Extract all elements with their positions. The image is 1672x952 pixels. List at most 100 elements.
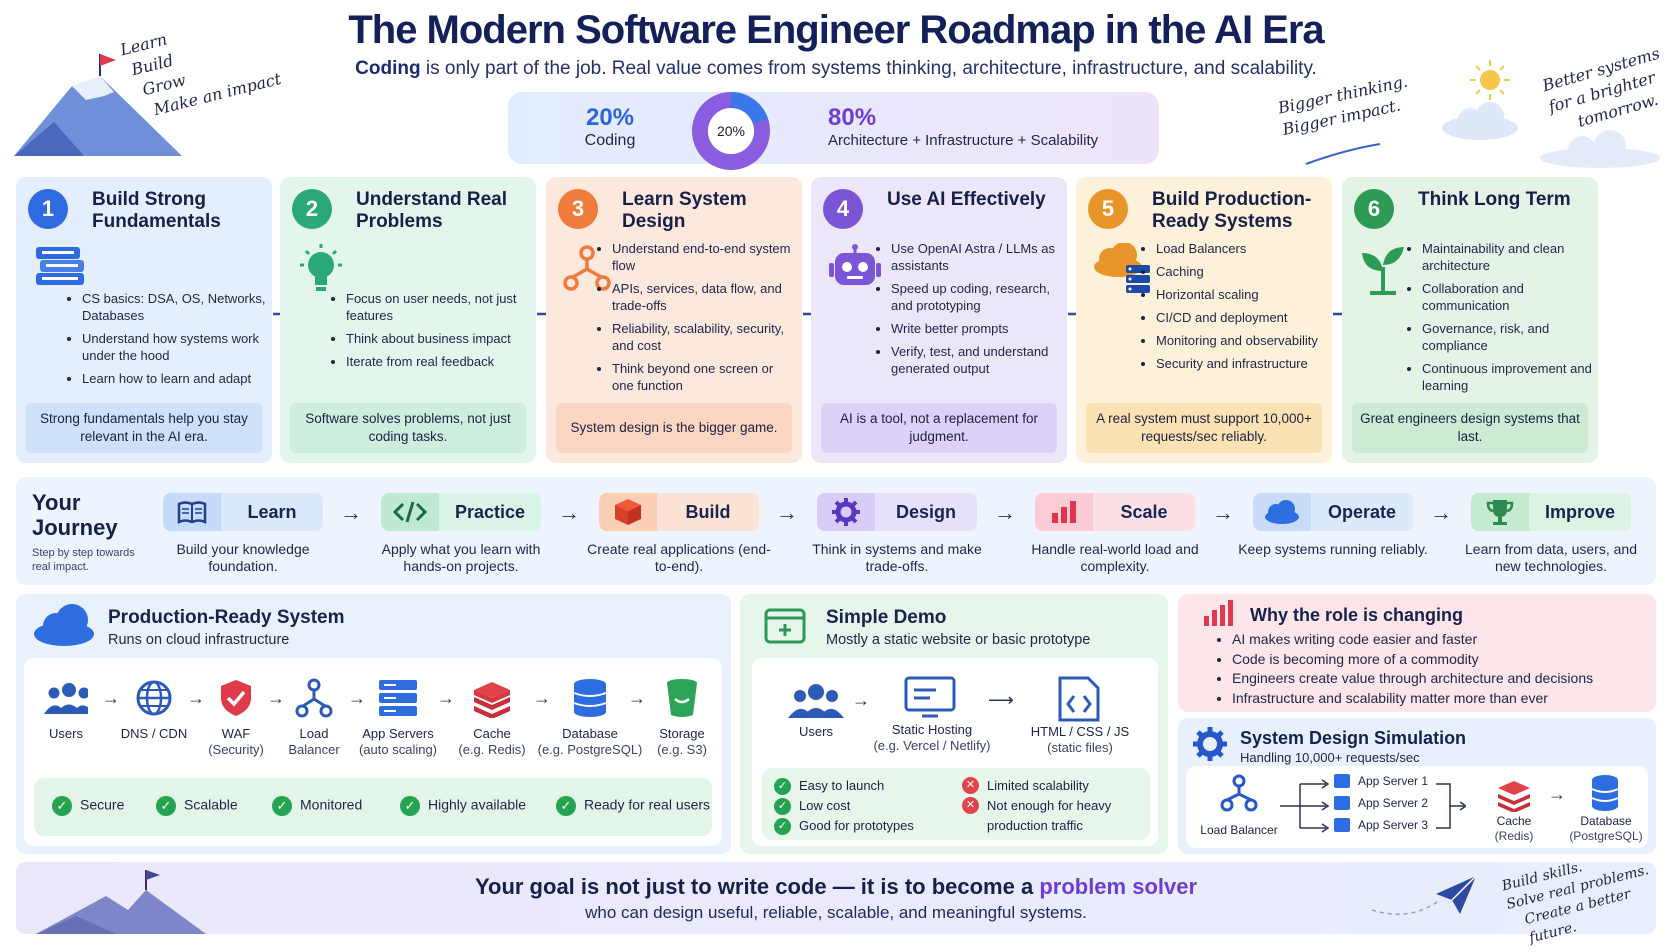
card-bullet: Horizontal scaling <box>1156 286 1326 303</box>
node-label: Load <box>299 726 329 741</box>
why-list: AI makes writing code easier and fasterC… <box>1232 630 1652 708</box>
book-icon <box>163 493 221 531</box>
cloud-decoration-icon <box>1540 130 1660 168</box>
card-note: Great engineers design systems that last… <box>1352 403 1588 453</box>
donut-coding-arc <box>692 92 770 170</box>
demo-pros-list: ✓Easy to launch✓Low cost✓Good for protot… <box>774 776 914 836</box>
mid-note: Bigger thinking. Bigger impact. <box>1276 71 1414 142</box>
node-label: Database <box>1580 814 1632 828</box>
arrow-icon: → <box>852 690 870 710</box>
node-label: HTML / CSS / JS <box>1030 724 1130 739</box>
arrow-icon: → <box>994 500 1016 525</box>
check-label: Monitored <box>300 796 363 813</box>
step-pill: Design <box>817 493 977 531</box>
arrow-icon: ⟶ <box>988 690 1014 710</box>
users-icon <box>788 684 844 718</box>
hierarchy-icon <box>562 243 622 303</box>
rest-percent: 80% <box>828 104 877 131</box>
monitor-icon <box>904 676 956 718</box>
step-label: Improve <box>1544 501 1616 522</box>
why-title: Why the role is changing <box>1250 605 1464 625</box>
arrow-icon: → <box>437 688 455 708</box>
footer-main-text: Your goal is not just to write code — it… <box>474 874 1040 899</box>
node-label: DNS / CDN <box>120 726 188 741</box>
arrow-icon: → <box>1548 784 1566 804</box>
step-description: Handle real-world load and complexity. <box>1031 541 1199 574</box>
code-file-icon <box>1058 676 1100 722</box>
shield-icon <box>214 676 258 720</box>
production-node: Users <box>6 726 126 742</box>
books-icon <box>32 243 92 303</box>
why-bullet: AI makes writing code easier and faster <box>1232 630 1652 650</box>
arrow-icon: → <box>1430 500 1452 525</box>
pro-label: Low cost <box>799 798 851 813</box>
arrow-icon: → <box>628 688 646 708</box>
fan-out-arrows <box>1280 779 1330 833</box>
pro-item: ✓Good for prototypes <box>774 816 914 836</box>
card-bullet: CI/CD and deployment <box>1156 309 1326 326</box>
card-title: Understand Real Problems <box>356 189 507 232</box>
donut-label: 20% <box>717 123 745 139</box>
card-note: A real system must support 10,000+ reque… <box>1086 403 1322 453</box>
cross-icon: ✕ <box>962 797 979 814</box>
production-node: Cache(e.g. Redis) <box>432 726 552 758</box>
page-title: The Modern Software Engineer Roadmap in … <box>348 8 1324 52</box>
page-subtitle: Coding is only part of the job. Real val… <box>0 58 1672 80</box>
check-label: Ready for real users <box>584 796 711 813</box>
node-label: Users <box>49 726 83 741</box>
footer-banner <box>16 862 1656 934</box>
node-sub: (Redis) <box>1494 829 1534 843</box>
card-title: Learn System Design <box>622 189 747 232</box>
mountain-flag-icon <box>36 870 206 934</box>
mountain-flag-icon <box>14 54 182 156</box>
production-node: Storage(e.g. S3) <box>622 726 742 758</box>
step-description: Create real applications (end-to-end). <box>587 541 771 574</box>
check-icon: ✓ <box>774 798 791 816</box>
paper-plane-icon <box>1371 875 1477 915</box>
production-checks <box>34 778 712 836</box>
node-sub: (e.g. Redis) <box>458 742 526 757</box>
sim-app-server: App Server 2 <box>1334 796 1428 810</box>
coding-percent: 20% <box>585 104 635 131</box>
database-icon <box>568 676 612 720</box>
card-bullet: APIs, services, data flow, and trade-off… <box>612 280 792 314</box>
node-sub: Balancer <box>288 742 340 757</box>
simulation-title: System Design Simulation <box>1240 728 1467 748</box>
card-bullet: Think beyond one screen or one function <box>612 360 792 394</box>
why-bullet: Code is becoming more of a commodity <box>1232 650 1652 670</box>
check-icon: ✓ <box>774 818 791 836</box>
server-label: App Server 3 <box>1358 818 1429 832</box>
node-label: Static Hosting <box>891 722 973 737</box>
card-bullet: Focus on user needs, not just features <box>346 290 526 324</box>
step-description: Build your knowledge foundation. <box>176 541 310 574</box>
footer-main: Your goal is not just to write code — it… <box>0 874 1672 900</box>
node-label: WAF <box>221 726 251 741</box>
check-icon: ✓ <box>774 778 791 796</box>
card-bullet: Load Balancers <box>1156 240 1326 257</box>
card-note: AI is a tool, not a replacement for judg… <box>821 403 1057 453</box>
sim-cache: Cache(Redis) <box>1478 814 1550 844</box>
server-label: App Server 1 <box>1358 774 1429 788</box>
sprout-icon <box>1358 243 1418 303</box>
step-description: Keep systems running reliably. <box>1238 541 1428 557</box>
check-label: Highly available <box>428 796 527 813</box>
card-bullet: Verify, test, and understand generated o… <box>891 343 1061 377</box>
database-icon <box>1591 775 1619 811</box>
production-subtitle: Runs on cloud infrastructure <box>108 632 290 648</box>
bar-chart-icon <box>1035 493 1093 531</box>
demo-pros-cons <box>762 768 1150 840</box>
footer-sub: who can design useful, reliable, scalabl… <box>585 903 1087 922</box>
node-label: Users <box>799 724 833 739</box>
demo-cons-list: ✕Limited scalability✕Not enough for heav… <box>962 776 1152 836</box>
ratio-donut: 20% <box>692 92 770 170</box>
demo-node-static: HTML / CSS / JS(static files) <box>1018 724 1142 756</box>
why-panel <box>1178 594 1656 712</box>
sun-icon <box>1470 60 1510 100</box>
card-title: Build Strong Fundamentals <box>92 189 221 232</box>
card-bullet: Monitoring and observability <box>1156 332 1326 349</box>
cloud-icon <box>1253 493 1311 531</box>
card-title: Use AI Effectively <box>887 189 1046 210</box>
ratio-banner <box>508 92 1159 164</box>
